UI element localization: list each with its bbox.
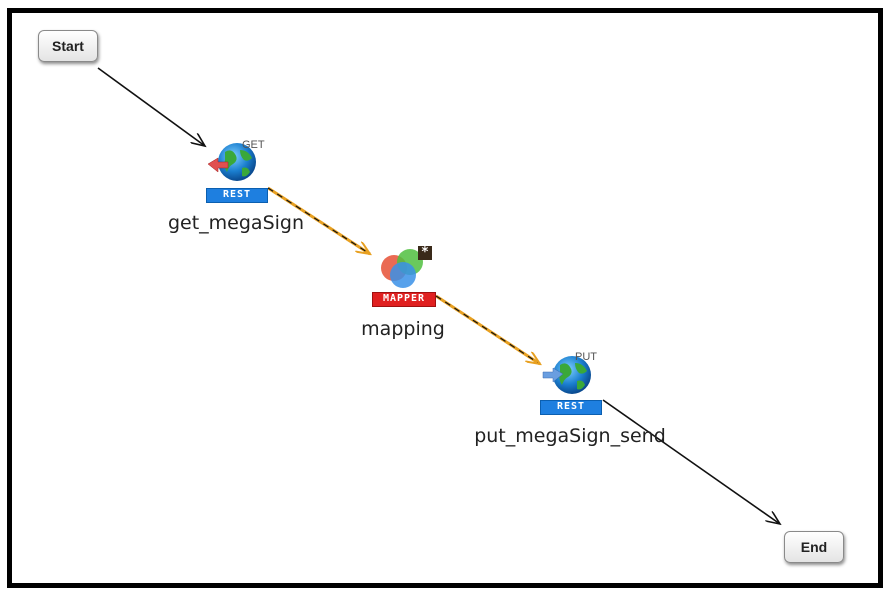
end-node[interactable]: End (784, 531, 844, 563)
asterisk-icon: * (421, 245, 429, 260)
rest-badge: REST (540, 400, 602, 415)
node-label-get-megasign: get_megaSign (167, 212, 305, 234)
diagram-canvas (7, 8, 883, 588)
globe-icon (207, 143, 256, 181)
end-label: End (800, 539, 828, 555)
edge-mapping-to-put[interactable] (435, 294, 540, 364)
node-mapping[interactable]: * MAPPER (370, 244, 440, 308)
start-label: Start (52, 38, 84, 54)
edge-get-to-mapping[interactable] (267, 186, 370, 254)
start-node[interactable]: Start (38, 30, 98, 62)
method-label: GET (242, 139, 265, 151)
node-label-put-megasign-send: put_megaSign_send (474, 425, 666, 447)
rest-badge: REST (206, 188, 268, 203)
mapper-badge: MAPPER (372, 292, 436, 307)
node-label-mapping: mapping (361, 318, 445, 340)
edge-start-to-get[interactable] (97, 67, 205, 146)
method-label: PUT (575, 351, 597, 363)
mapper-circles-icon (381, 246, 432, 288)
node-get-megasign[interactable]: GET REST (200, 138, 272, 204)
globe-icon (542, 356, 591, 394)
node-put-megasign-send[interactable]: PUT REST (535, 350, 607, 416)
edge-put-to-end[interactable] (602, 399, 780, 524)
